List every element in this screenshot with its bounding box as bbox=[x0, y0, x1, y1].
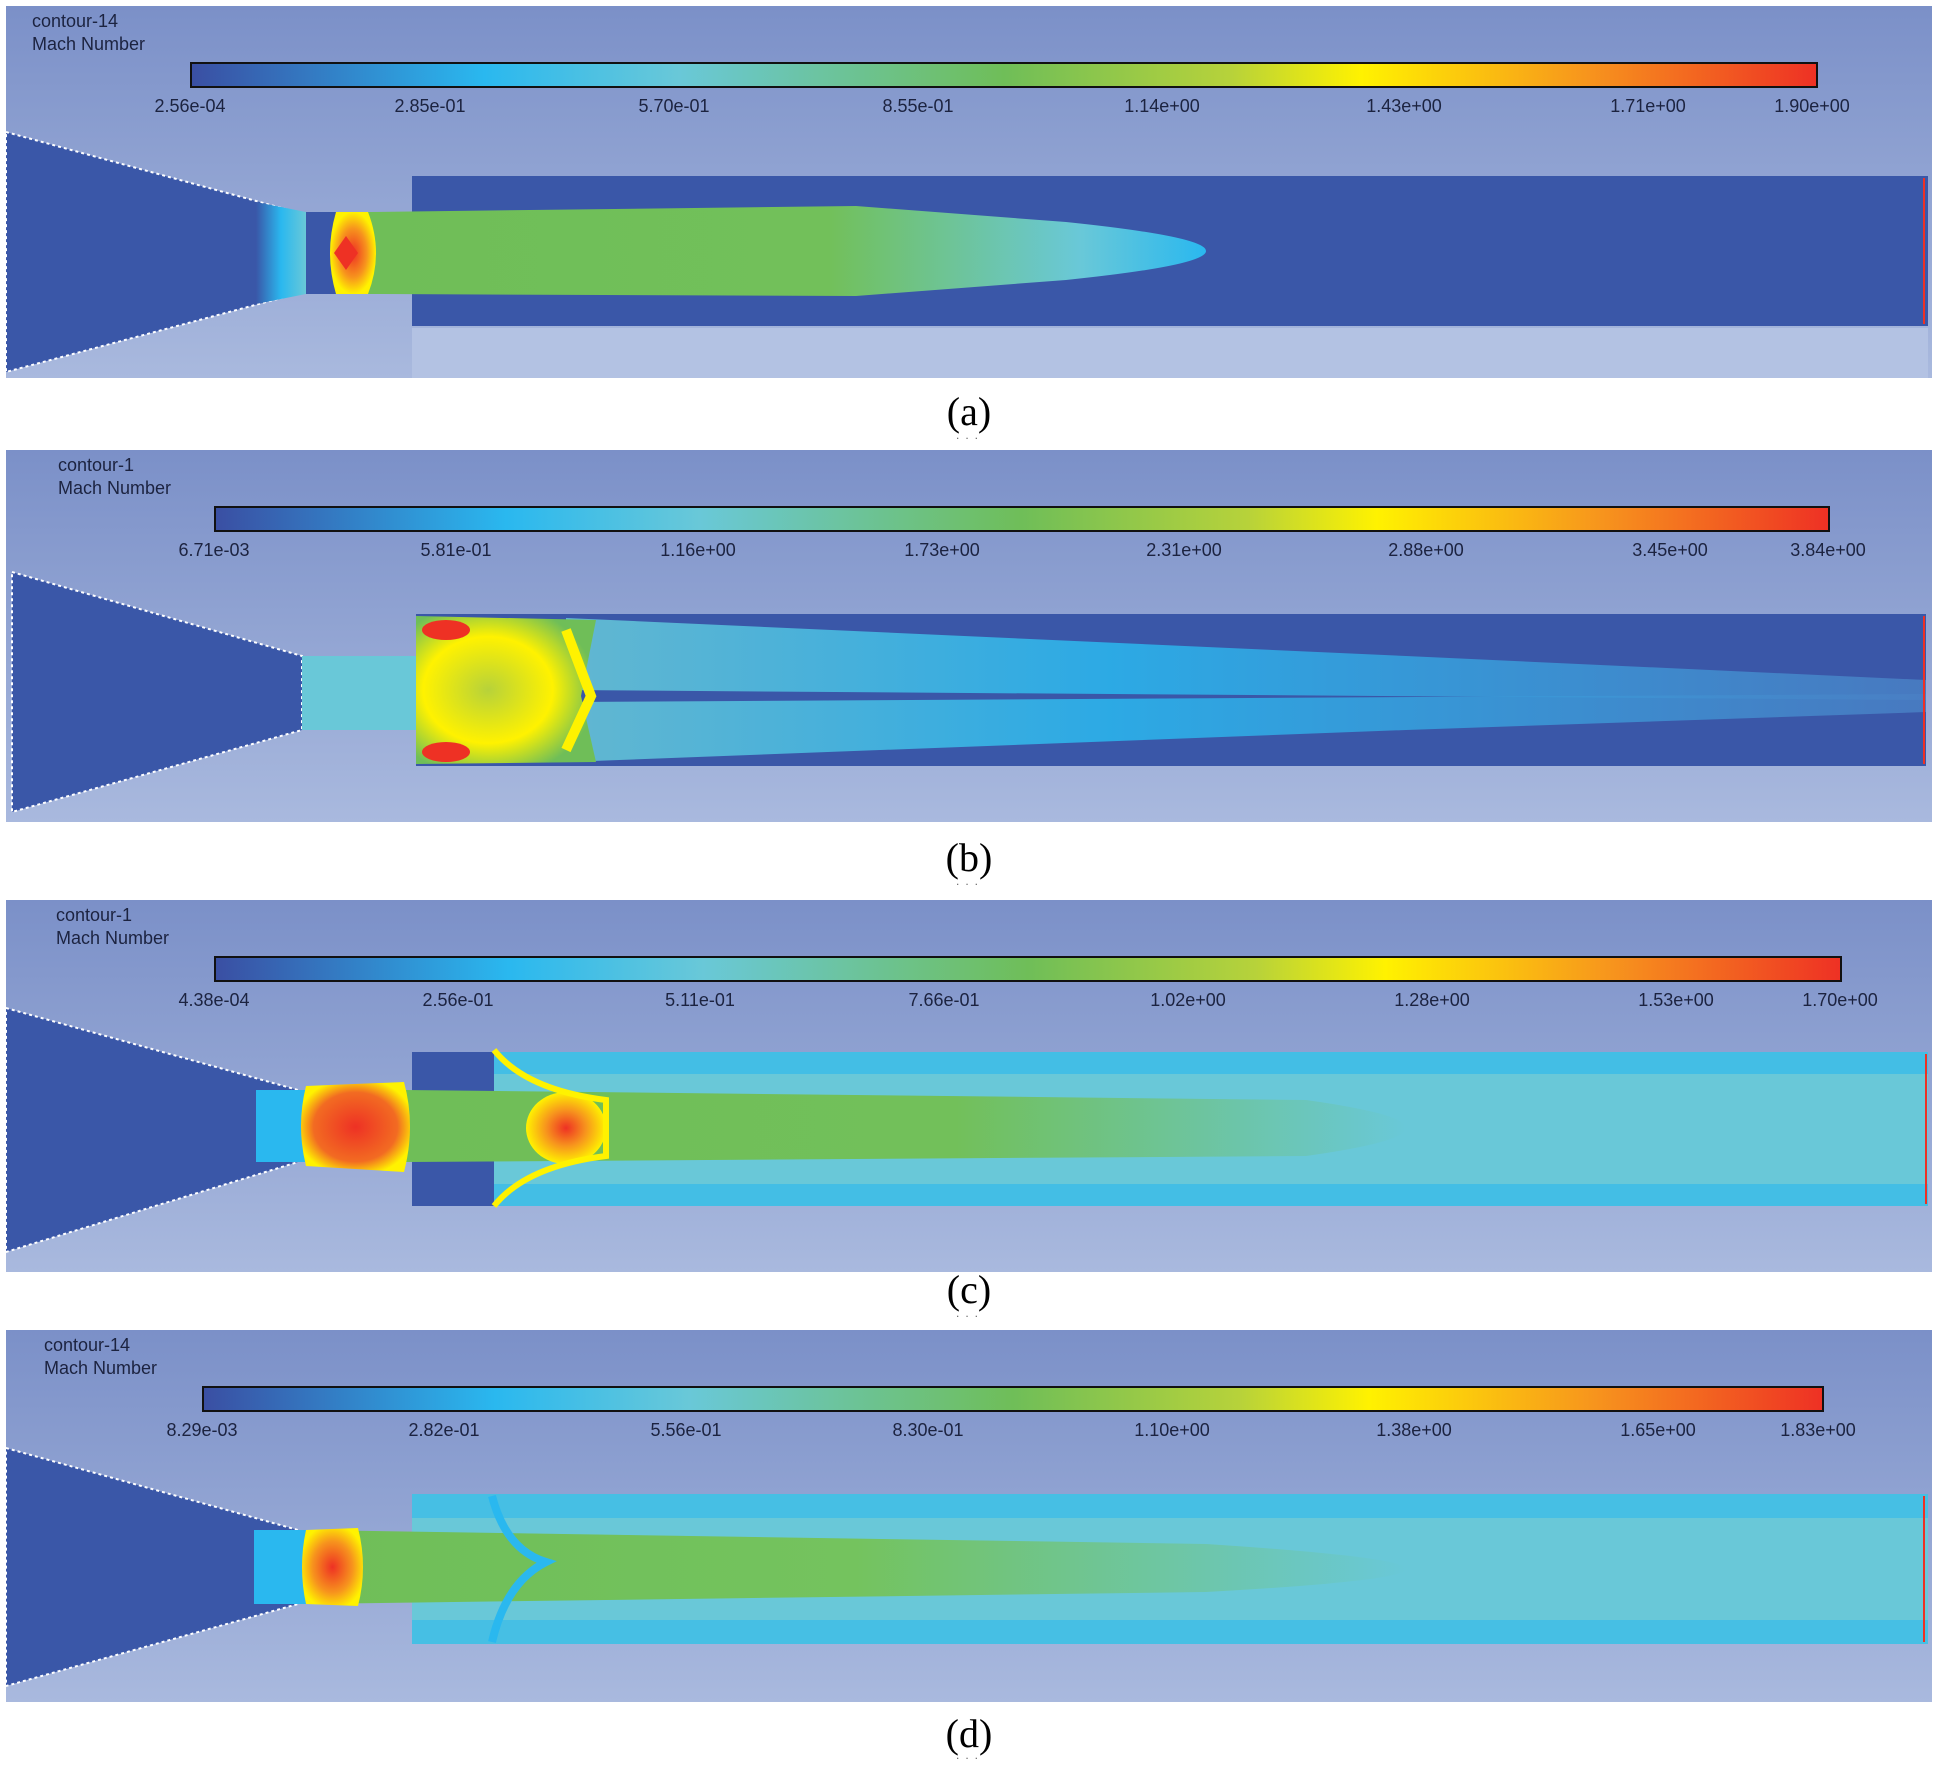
secondary-shock-cell bbox=[526, 1092, 606, 1164]
colorbar-tick: 1.16e+00 bbox=[660, 540, 736, 560]
contour-name: contour-1 bbox=[58, 455, 135, 475]
caption-dots: ... bbox=[955, 1306, 984, 1320]
colorbar bbox=[214, 956, 1842, 982]
colorbar-tick: 2.85e-01 bbox=[394, 96, 466, 116]
colorbar-tick: 1.90e+00 bbox=[1774, 96, 1850, 116]
shock-cell bbox=[301, 1082, 410, 1172]
colorbar bbox=[214, 506, 1830, 532]
nozzle-throat-region bbox=[256, 202, 306, 304]
converging-section bbox=[11, 570, 303, 814]
nozzle-throat-region bbox=[302, 656, 416, 730]
converging-section bbox=[6, 130, 297, 374]
mixing-plume bbox=[491, 1048, 609, 1208]
colorbar-tick: 1.71e+00 bbox=[1610, 96, 1686, 116]
colorbar-tick: 1.70e+00 bbox=[1802, 990, 1878, 1010]
jet-core bbox=[306, 1530, 1406, 1604]
mixing-plume bbox=[488, 1494, 557, 1643]
quantity-label: Mach Number bbox=[58, 478, 172, 498]
lower-wall-region bbox=[412, 328, 1928, 378]
colorbar-tick: 2.56e-01 bbox=[422, 990, 494, 1010]
colorbar-tick: 1.10e+00 bbox=[1134, 1420, 1210, 1440]
mach-contour-field bbox=[6, 1446, 1928, 1688]
converging-section bbox=[6, 1006, 299, 1254]
colorbar-tick: 1.02e+00 bbox=[1150, 990, 1226, 1010]
contour-panel-b: contour-1 Mach Number 6.71e-03 5.81e-01 … bbox=[6, 450, 1932, 822]
contour-panel-a: contour-14 Mach Number 2.56e-04 2.85e-01… bbox=[6, 6, 1932, 378]
nozzle-throat-region bbox=[256, 1090, 306, 1162]
chamber-bottom-layer bbox=[412, 1620, 1928, 1644]
lower-wake bbox=[566, 694, 1926, 762]
jet-core bbox=[368, 206, 1206, 296]
colorbar-tick: 2.31e+00 bbox=[1146, 540, 1222, 560]
figure-caption: (d) bbox=[945, 1711, 993, 1756]
contour-panel-c: contour-1 Mach Number 4.38e-04 2.56e-01 … bbox=[6, 900, 1932, 1272]
colorbar-tick: 2.88e+00 bbox=[1388, 540, 1464, 560]
converging-section bbox=[6, 1446, 299, 1688]
caption-dots: ... bbox=[955, 428, 984, 442]
upper-wake bbox=[566, 618, 1926, 700]
nozzle-throat-region bbox=[254, 1530, 306, 1604]
shock-diamond bbox=[334, 236, 358, 270]
colorbar bbox=[190, 62, 1818, 88]
expansion-core bbox=[416, 616, 596, 764]
quantity-label: Mach Number bbox=[56, 928, 170, 948]
colorbar-tick: 1.14e+00 bbox=[1124, 96, 1200, 116]
colorbar-tick: 5.11e-01 bbox=[665, 990, 735, 1010]
figure-caption: (b) bbox=[945, 835, 993, 880]
colorbar-tick: 8.30e-01 bbox=[892, 1420, 964, 1440]
colorbar-tick: 6.71e-03 bbox=[178, 540, 250, 560]
colorbar-tick: 1.43e+00 bbox=[1366, 96, 1442, 116]
colorbar-tick: 1.83e+00 bbox=[1780, 1420, 1856, 1440]
colorbar-tick: 1.65e+00 bbox=[1620, 1420, 1696, 1440]
colorbar-tick: 1.73e+00 bbox=[904, 540, 980, 560]
colorbar-tick: 8.55e-01 bbox=[882, 96, 954, 116]
shock-cell bbox=[302, 1528, 363, 1606]
shock-wedge bbox=[561, 628, 597, 753]
colorbar-tick: 5.56e-01 bbox=[650, 1420, 722, 1440]
figure-caption: (c) bbox=[946, 1267, 992, 1312]
colorbar-tick: 5.81e-01 bbox=[420, 540, 492, 560]
colorbar-tick: 1.28e+00 bbox=[1394, 990, 1470, 1010]
colorbar-tick: 2.82e-01 bbox=[408, 1420, 480, 1440]
colorbar-tick: 2.56e-04 bbox=[154, 96, 226, 116]
colorbar bbox=[202, 1386, 1824, 1412]
quantity-label: Mach Number bbox=[44, 1358, 158, 1378]
caption-dots: ... bbox=[955, 874, 984, 888]
colorbar-tick: 5.70e-01 bbox=[638, 96, 710, 116]
chamber-bottom-layer bbox=[412, 1184, 1928, 1206]
colorbar-tick: 1.38e+00 bbox=[1376, 1420, 1452, 1440]
colorbar-tick: 4.38e-04 bbox=[178, 990, 250, 1010]
colorbar-tick: 3.45e+00 bbox=[1632, 540, 1708, 560]
quantity-label: Mach Number bbox=[32, 34, 146, 54]
contour-name: contour-14 bbox=[32, 11, 119, 31]
upper-separation-bubble bbox=[422, 620, 470, 640]
caption-dots: ... bbox=[955, 1748, 984, 1762]
contour-name: contour-1 bbox=[56, 905, 133, 925]
mach-contour-field bbox=[11, 570, 1926, 814]
contour-panel-d: contour-14 Mach Number 8.29e-03 2.82e-01… bbox=[6, 1330, 1932, 1702]
lower-separation-bubble bbox=[422, 742, 470, 762]
colorbar-tick: 1.53e+00 bbox=[1638, 990, 1714, 1010]
jet-core bbox=[406, 1090, 1406, 1162]
colorbar-tick: 8.29e-03 bbox=[166, 1420, 238, 1440]
figure-caption: (a) bbox=[946, 389, 992, 434]
mach-contour-field bbox=[6, 1006, 1928, 1254]
chamber-top-layer bbox=[412, 1494, 1928, 1518]
colorbar-tick: 7.66e-01 bbox=[908, 990, 980, 1010]
contour-name: contour-14 bbox=[44, 1335, 131, 1355]
chamber-top-layer bbox=[412, 1052, 1928, 1074]
colorbar-tick: 3.84e+00 bbox=[1790, 540, 1866, 560]
mach-contour-field bbox=[6, 130, 1928, 378]
